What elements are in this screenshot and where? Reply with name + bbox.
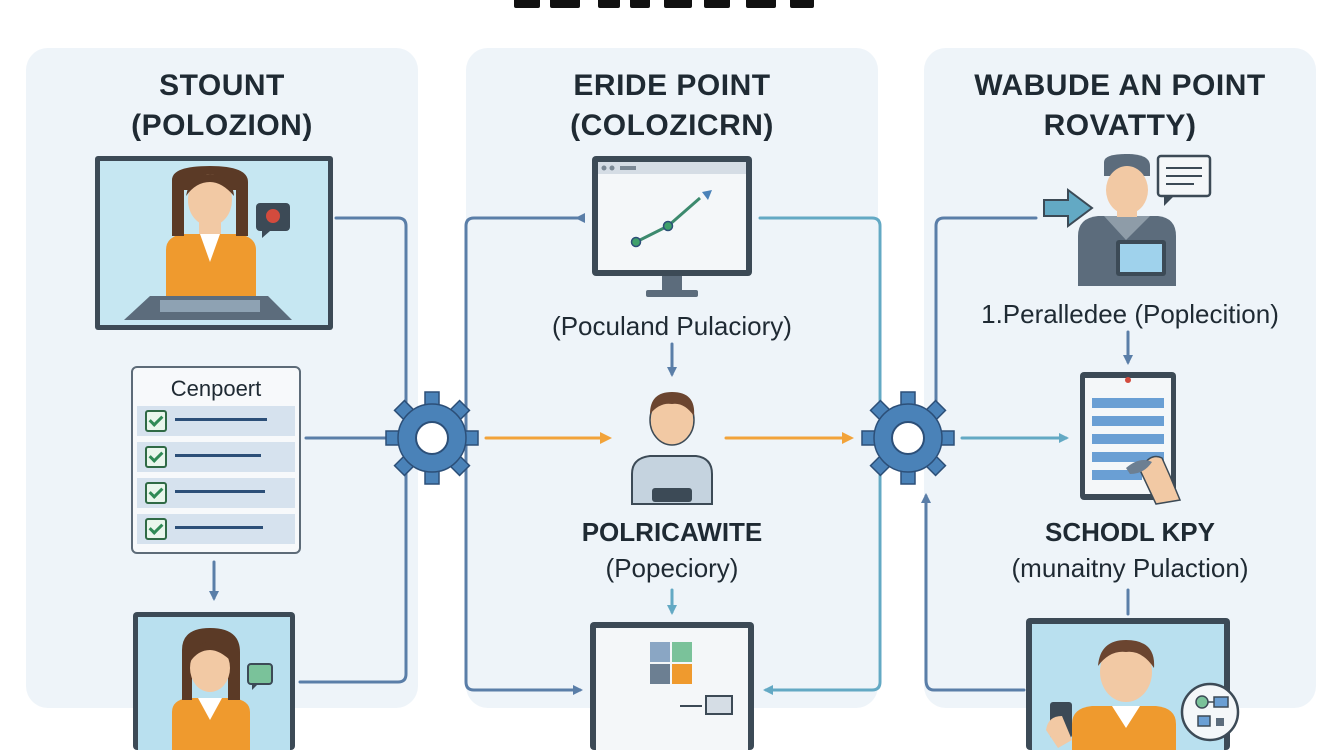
person-with-phone-monitor-icon (1026, 618, 1230, 750)
column-2-heading: ERIDE POINT (COLOZICRN) (570, 69, 774, 142)
column-1-heading: STOUNT (POLOZION) (131, 69, 313, 142)
partial-top-title (514, 0, 834, 8)
checklist-row (137, 442, 295, 472)
message-icon (1156, 154, 1212, 206)
checkbox-icon (145, 482, 167, 504)
arrow-right-icon (1043, 188, 1094, 228)
checklist-row (137, 406, 295, 436)
gear-icon (385, 391, 479, 485)
workflow-badge-icon (1180, 682, 1240, 742)
checkbox-icon (145, 410, 167, 432)
person-icon (631, 392, 713, 505)
checklist-icon: Cenpoert (131, 366, 301, 554)
checkbox-icon (145, 446, 167, 468)
dashboard-monitor-icon (590, 622, 754, 750)
column-2-caption-2: (Popeciory) (605, 553, 739, 583)
checklist-title: Cenpoert (170, 376, 262, 401)
column-3-caption-1: 1.Peralledee (Poplecition) (981, 299, 1279, 329)
checklist-row (137, 478, 295, 508)
worker-with-tablet-icon (1078, 154, 1176, 286)
growth-chart-monitor-icon (592, 156, 752, 297)
column-2-caption-2-title: POLRICAWITE (581, 517, 763, 547)
column-3-caption-2: (munaitny Pulaction) (1011, 553, 1249, 583)
column-2-caption-1: (Poculand Pulaciory) (552, 311, 792, 341)
column-3-caption-2-title: SCHODL KPY (1045, 517, 1215, 547)
checkbox-icon (145, 518, 167, 540)
student-at-desk-monitor-icon (95, 156, 333, 330)
gear-icon (861, 391, 955, 485)
checklist-row (137, 514, 295, 544)
document-signing-icon (1080, 372, 1182, 505)
student-video-call-monitor-icon (133, 612, 295, 750)
column-3-heading: WABUDE AN POINT ROVATTY) (974, 69, 1266, 142)
